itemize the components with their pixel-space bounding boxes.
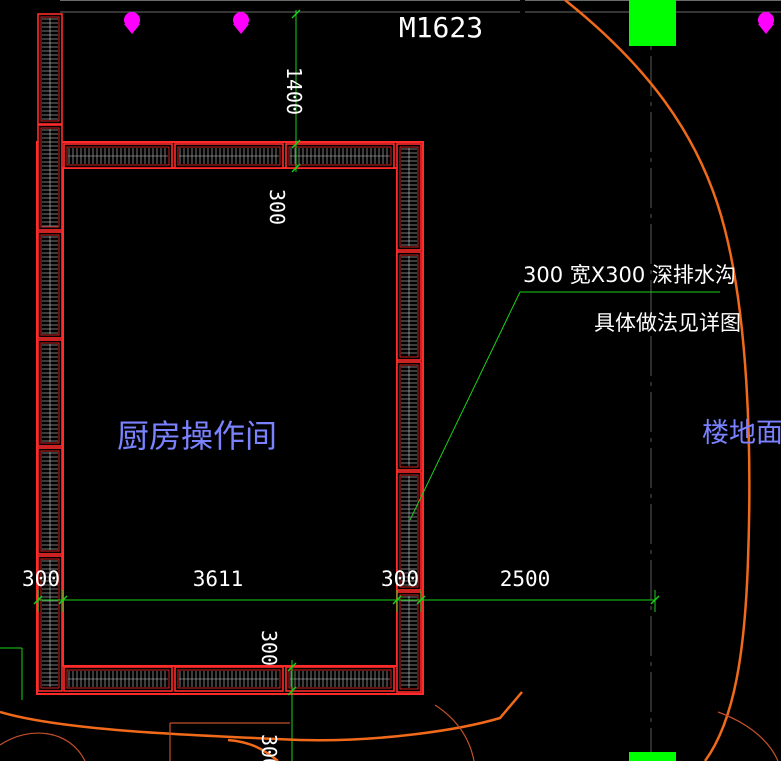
dimension-lines — [0, 9, 660, 761]
dimension-tick — [291, 9, 301, 19]
trench-grate — [396, 361, 422, 471]
dimension-tick — [392, 595, 402, 605]
trench-grate — [63, 666, 173, 692]
drainage-trenches — [36, 13, 424, 695]
dim-right-trench: 300 — [381, 567, 419, 591]
note-leader — [409, 291, 720, 521]
room-name: 厨房操作间 — [117, 417, 277, 455]
trench-grate — [396, 251, 422, 361]
trench-outer-frame — [36, 141, 424, 695]
dim-room-width: 3611 — [193, 567, 244, 591]
trench-grate — [37, 447, 63, 555]
note-detail-reference: 具体做法见详图 — [594, 311, 741, 335]
trench-grate — [285, 143, 395, 169]
dimension-tick — [291, 139, 301, 149]
trench-grate — [63, 143, 173, 169]
dim-bottom-trench: 300 — [257, 630, 281, 666]
dimension-tick — [287, 686, 297, 696]
dimension-tick — [33, 595, 43, 605]
trench-grate — [37, 231, 63, 339]
dim-left-trench: 300 — [22, 567, 60, 591]
trench-grate — [37, 124, 63, 231]
trench-grate — [285, 666, 395, 692]
dimension-tick — [58, 595, 68, 605]
trench-grate — [37, 555, 63, 692]
note-trench-size: 300 宽X300 深排水沟 — [523, 263, 736, 287]
trench-grate — [37, 13, 63, 125]
pink-markers — [124, 12, 774, 34]
dimension-tick — [287, 662, 297, 672]
trench-grate — [37, 339, 63, 447]
trench-grate — [396, 471, 422, 591]
dimension-tick — [416, 595, 426, 605]
marker-triangle — [124, 24, 140, 34]
dimension-tick — [650, 595, 660, 605]
marker-triangle — [233, 24, 249, 34]
top-wall-elements — [60, 0, 781, 761]
marker-triangle — [758, 24, 774, 34]
dim-right-offset: 2500 — [500, 567, 551, 591]
adjacent-room-label: 楼地面 — [702, 418, 781, 449]
trench-grate — [396, 143, 422, 251]
dimension-tick — [291, 163, 301, 173]
column-marker-bottom — [629, 752, 676, 761]
dim-top-trench: 300 — [265, 189, 289, 225]
column-marker — [629, 0, 676, 46]
dim-bottom-cut: 300 — [257, 734, 281, 761]
trench-grate — [174, 143, 284, 169]
trench-grate — [396, 591, 422, 693]
door-tag: M1623 — [399, 11, 483, 44]
dim-top-gap: 1400 — [282, 67, 306, 115]
trench-grate — [174, 666, 284, 692]
